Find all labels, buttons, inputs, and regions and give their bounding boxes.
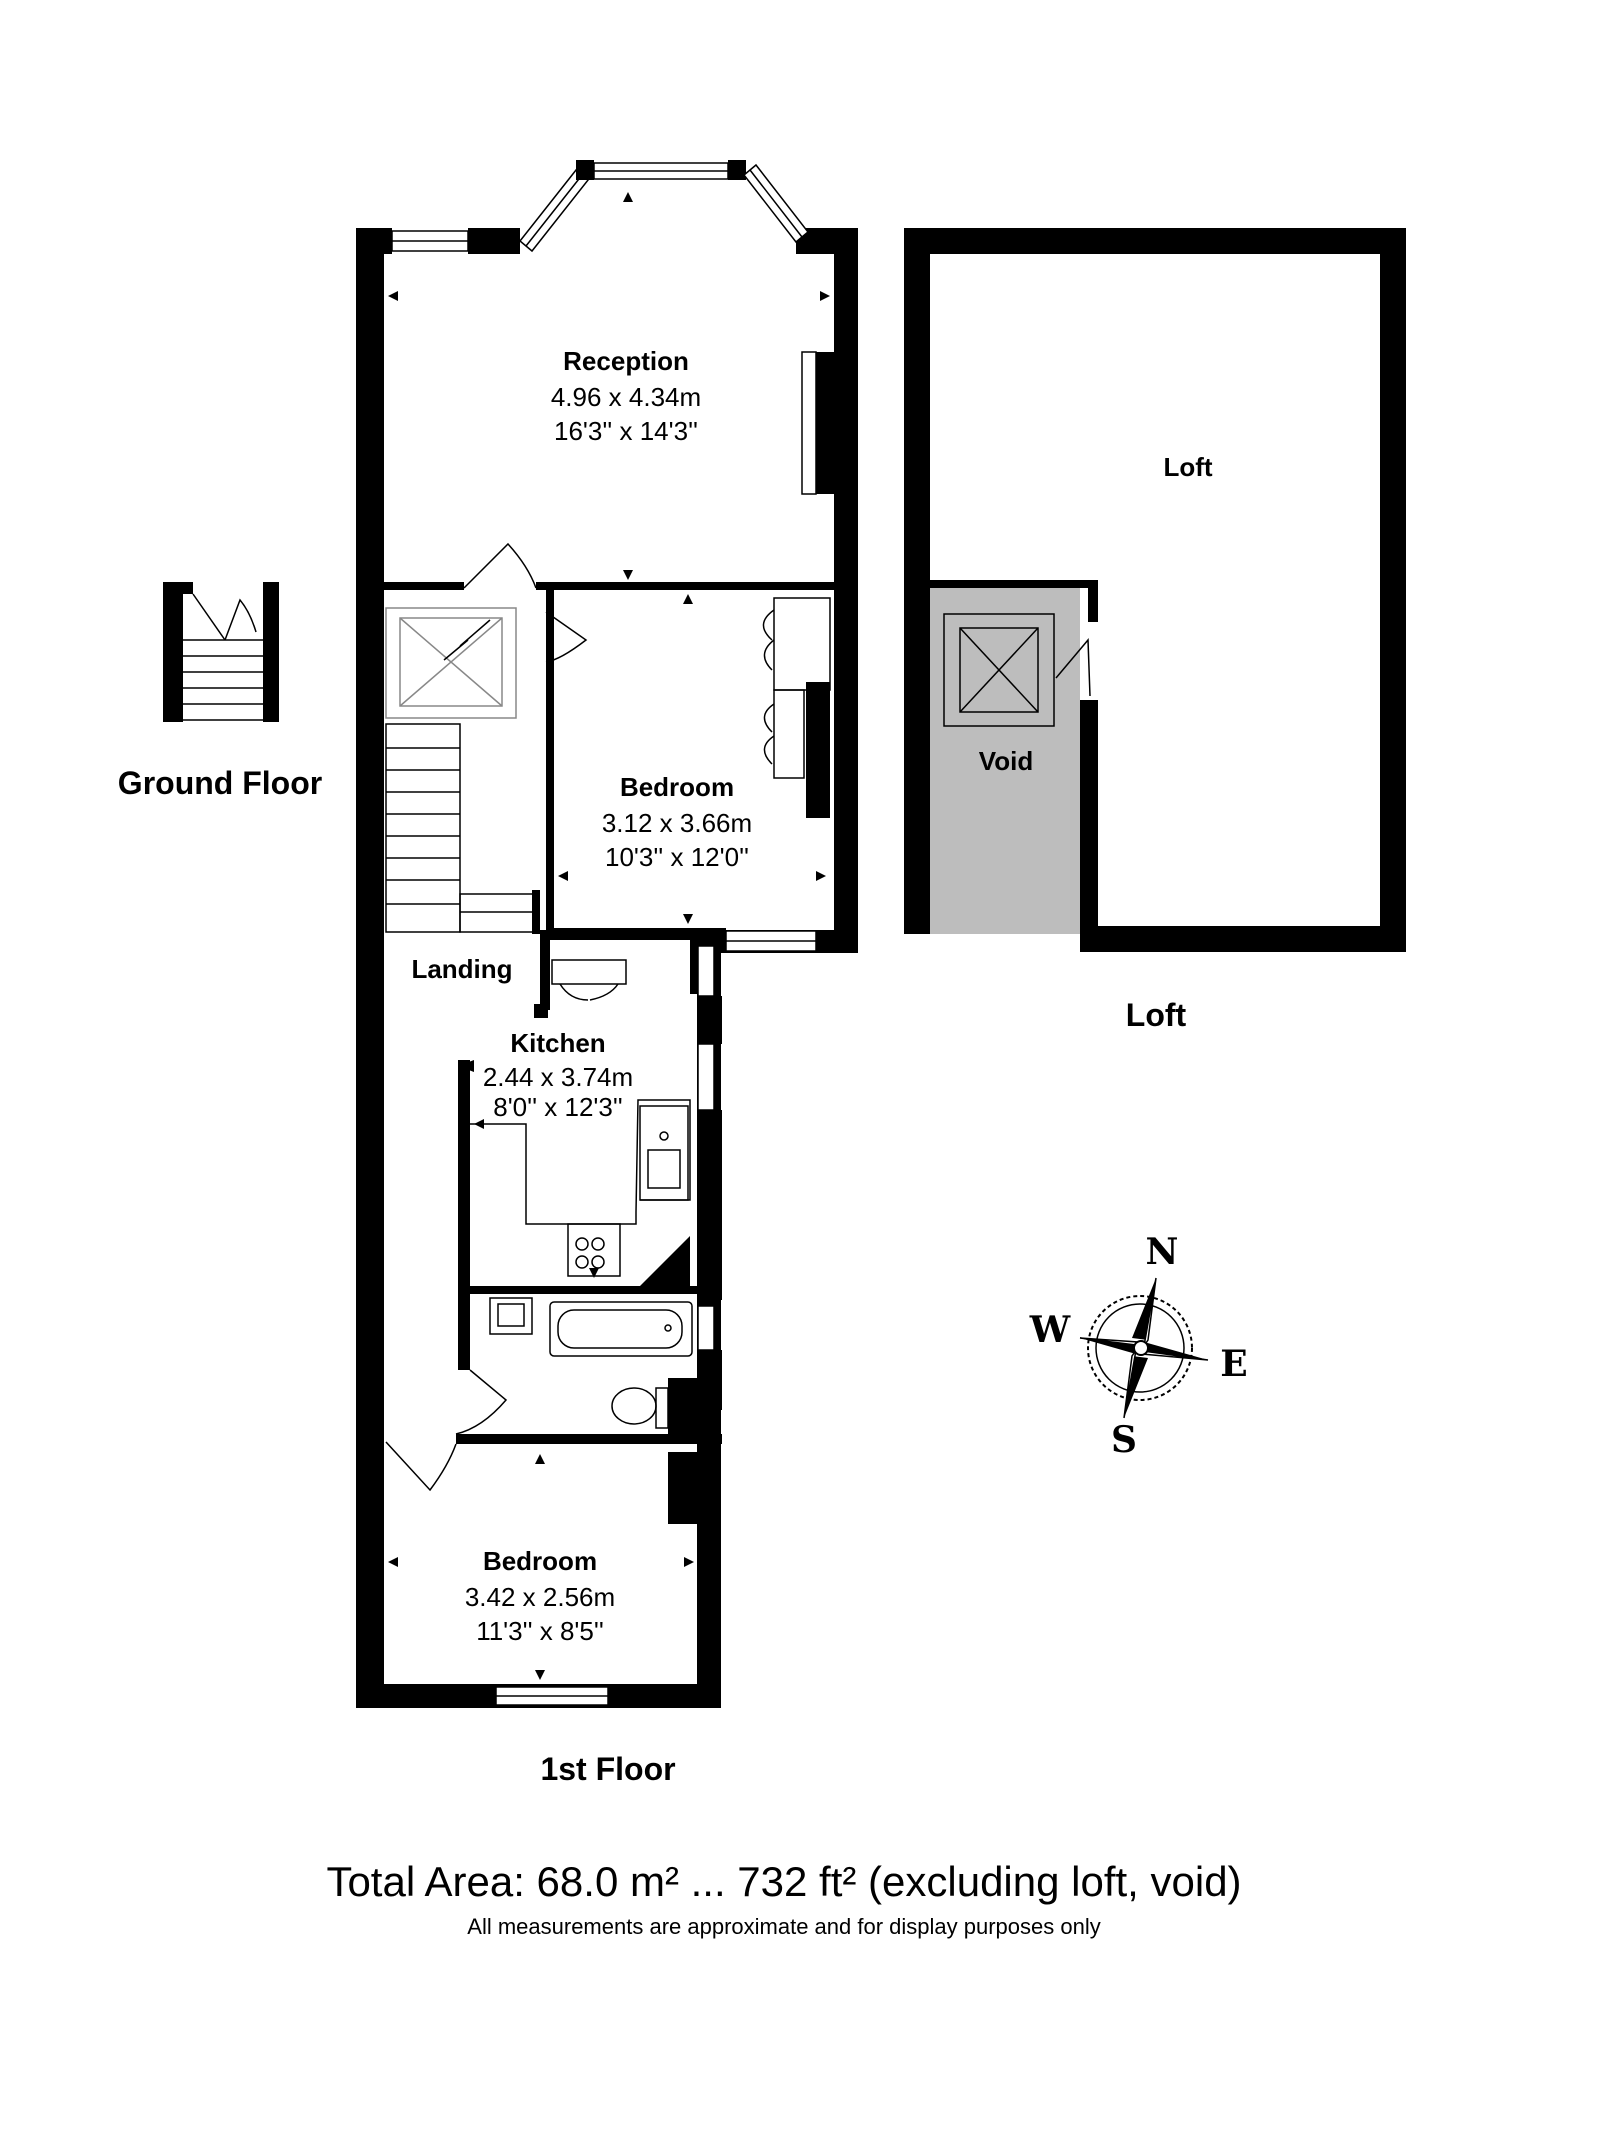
first-floor-plan xyxy=(356,160,858,1708)
disclaimer: All measurements are approximate and for… xyxy=(467,1914,1100,1939)
room-name-reception: Reception xyxy=(563,346,689,376)
room-metric-bedroom-1: 3.12 x 3.66m xyxy=(602,808,752,838)
floor-label-first: 1st Floor xyxy=(540,1751,675,1787)
floor-label-loft: Loft xyxy=(1126,997,1187,1033)
compass-east-label: E xyxy=(1220,1343,1247,1385)
room-name-bedroom-2: Bedroom xyxy=(483,1546,597,1576)
floor-label-ground: Ground Floor xyxy=(118,765,322,801)
room-imperial-bedroom-2: 11'3'' x 8'5'' xyxy=(476,1616,604,1646)
compass-west-label: W xyxy=(1029,1309,1071,1351)
room-imperial-kitchen: 8'0'' x 12'3'' xyxy=(493,1092,623,1122)
compass-rose xyxy=(1079,1277,1209,1419)
room-imperial-reception: 16'3'' x 14'3'' xyxy=(554,416,698,446)
compass-north-label: N xyxy=(1146,1231,1179,1273)
ground-floor-plan xyxy=(163,582,279,722)
total-area: Total Area: 68.0 m² ... 732 ft² (excludi… xyxy=(326,1858,1241,1905)
room-name-loft: Loft xyxy=(1163,452,1212,482)
room-metric-reception: 4.96 x 4.34m xyxy=(551,382,701,412)
room-name-kitchen: Kitchen xyxy=(510,1028,605,1058)
room-imperial-bedroom-1: 10'3'' x 12'0'' xyxy=(605,842,749,872)
room-name-void: Void xyxy=(979,746,1033,776)
void-area xyxy=(930,586,1080,934)
room-metric-bedroom-2: 3.42 x 2.56m xyxy=(465,1582,615,1612)
room-metric-kitchen: 2.44 x 3.74m xyxy=(483,1062,633,1092)
room-name-bedroom-1: Bedroom xyxy=(620,772,734,802)
loft-plan xyxy=(904,228,1406,952)
room-name-landing: Landing xyxy=(411,954,512,984)
compass-south-label: S xyxy=(1111,1419,1137,1461)
